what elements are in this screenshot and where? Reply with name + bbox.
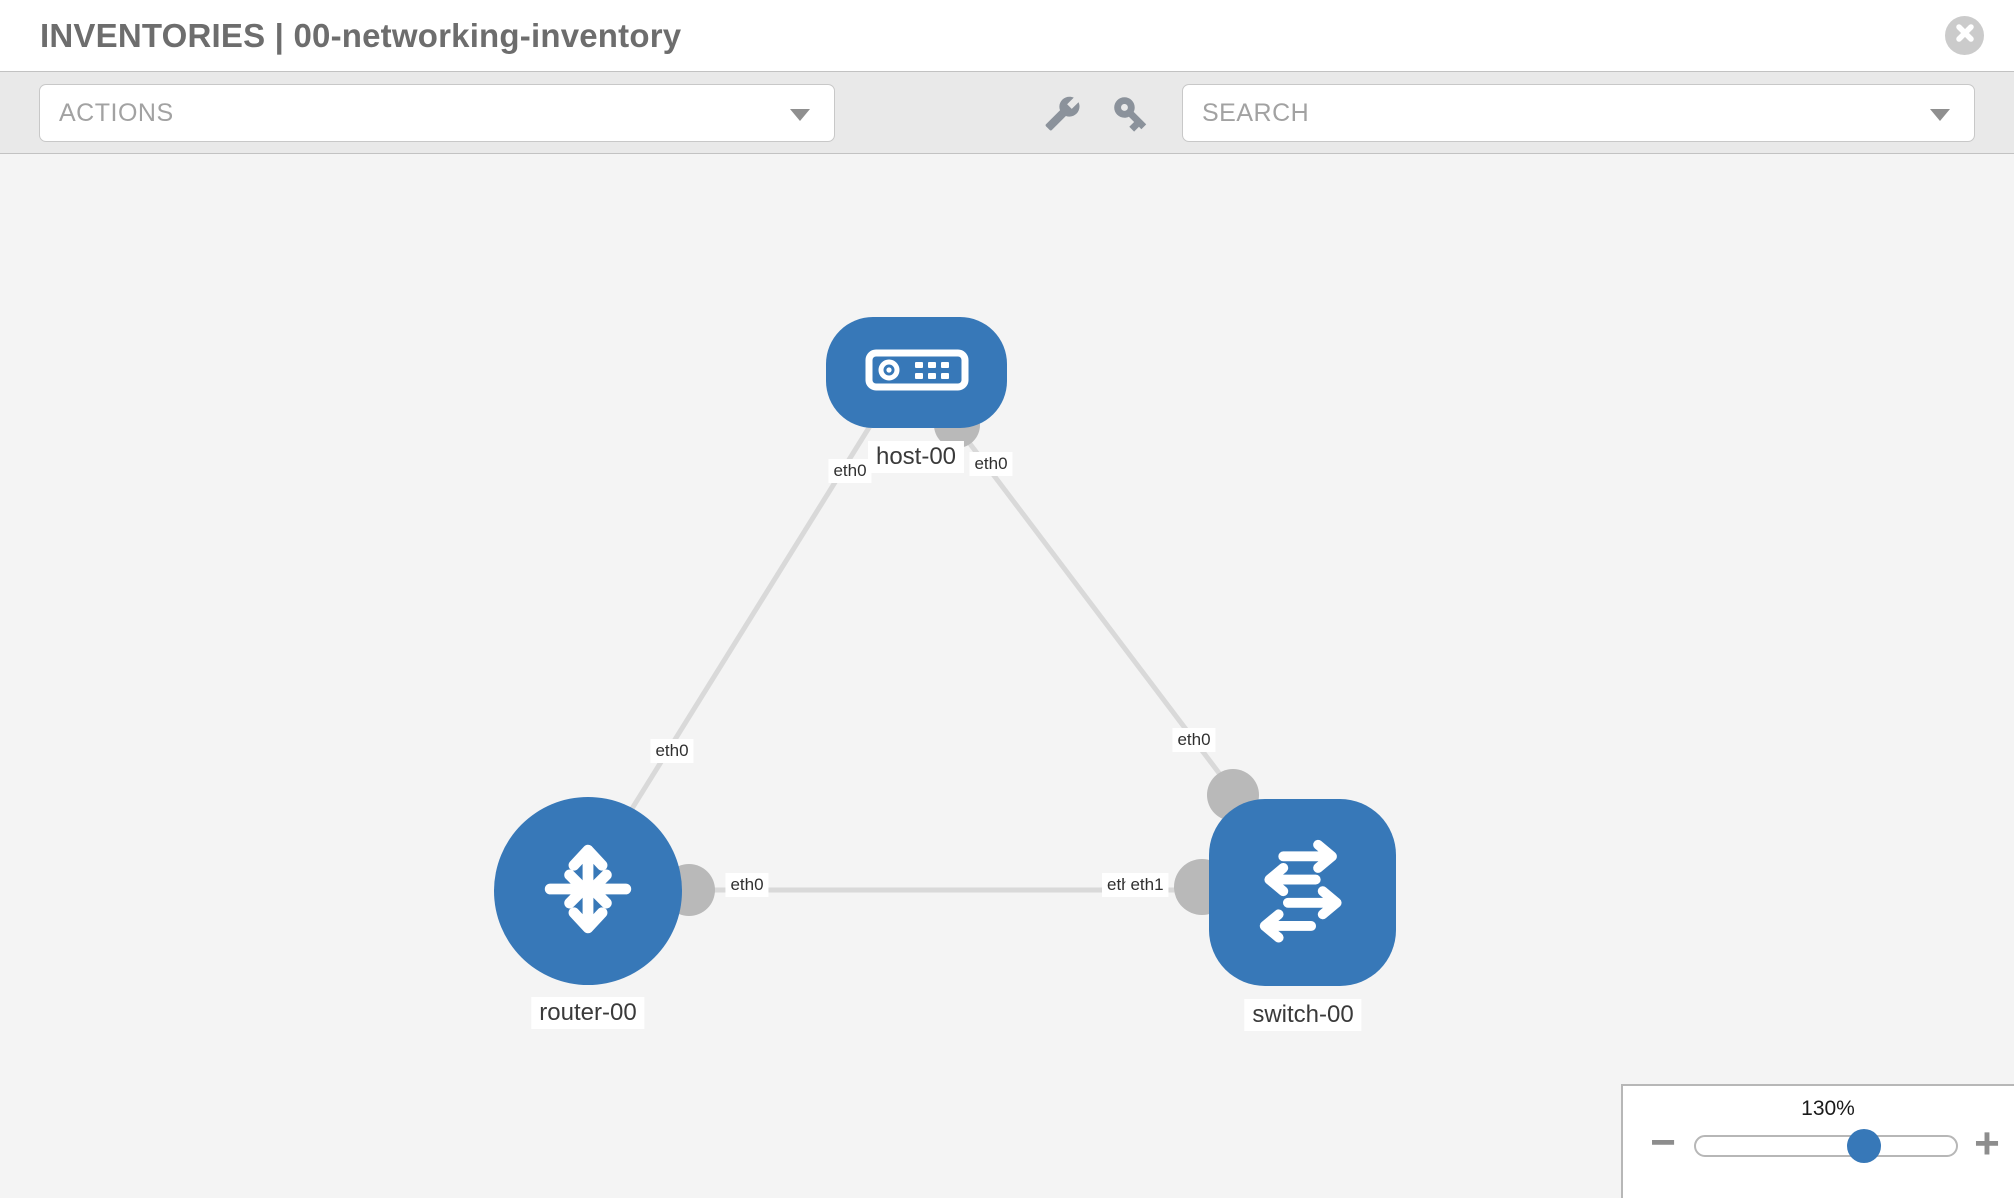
zoom-level-value: 130% — [1801, 1097, 1855, 1120]
key-icon — [1110, 93, 1151, 139]
toolbar: ACTIONS SEARCH — [0, 71, 2014, 154]
actions-dropdown-label: ACTIONS — [59, 99, 174, 127]
node-host-00[interactable] — [826, 317, 1007, 428]
node-label-switch-00: switch-00 — [1244, 999, 1362, 1031]
actions-dropdown[interactable]: ACTIONS — [39, 84, 835, 142]
link-host-router — [607, 424, 873, 846]
zoom-slider-track[interactable] — [1694, 1135, 1958, 1157]
wrench-icon — [1044, 95, 1081, 137]
iface-label-router-eth0-top: eth0 — [650, 739, 694, 763]
chevron-down-icon — [1930, 109, 1950, 121]
iface-label-host-eth0-left: eth0 — [828, 459, 872, 483]
node-label-host-00: host-00 — [867, 441, 965, 473]
iface-label-switch-eth1: eth1 — [1125, 873, 1169, 897]
node-switch-00[interactable] — [1209, 799, 1396, 986]
zoom-in-button[interactable]: + — [1974, 1119, 2000, 1168]
link-host-switch — [953, 422, 1252, 816]
window-header: INVENTORIES | 00-networking-inventory — [0, 0, 2014, 71]
search-dropdown[interactable]: SEARCH — [1182, 84, 1975, 142]
iface-label-switch-eth0-top: eth0 — [1172, 728, 1216, 752]
chevron-down-icon — [790, 109, 810, 121]
switch-icon — [1245, 832, 1361, 953]
page-title: INVENTORIES | 00-networking-inventory — [40, 17, 682, 54]
iface-label-router-eth0-right: eth0 — [725, 873, 769, 897]
host-icon — [865, 348, 969, 397]
node-router-00[interactable] — [494, 797, 682, 985]
zoom-out-button[interactable]: − — [1650, 1118, 1676, 1167]
search-dropdown-label: SEARCH — [1202, 99, 1310, 127]
zoom-control-panel: 130% − + — [1621, 1084, 2014, 1198]
zoom-slider-handle[interactable] — [1847, 1129, 1881, 1163]
topology-edges — [607, 402, 1259, 916]
node-label-router-00: router-00 — [531, 997, 645, 1029]
iface-label-host-eth0-right: eth0 — [969, 452, 1013, 476]
credentials-button[interactable] — [1108, 94, 1152, 138]
configure-button[interactable] — [1040, 94, 1084, 138]
close-button[interactable] — [1945, 16, 1984, 55]
router-icon — [534, 835, 642, 948]
close-icon — [1955, 23, 1975, 48]
topology-canvas[interactable]: host-00 router-00 switch-00 eth0 eth0 et… — [0, 154, 2014, 1198]
